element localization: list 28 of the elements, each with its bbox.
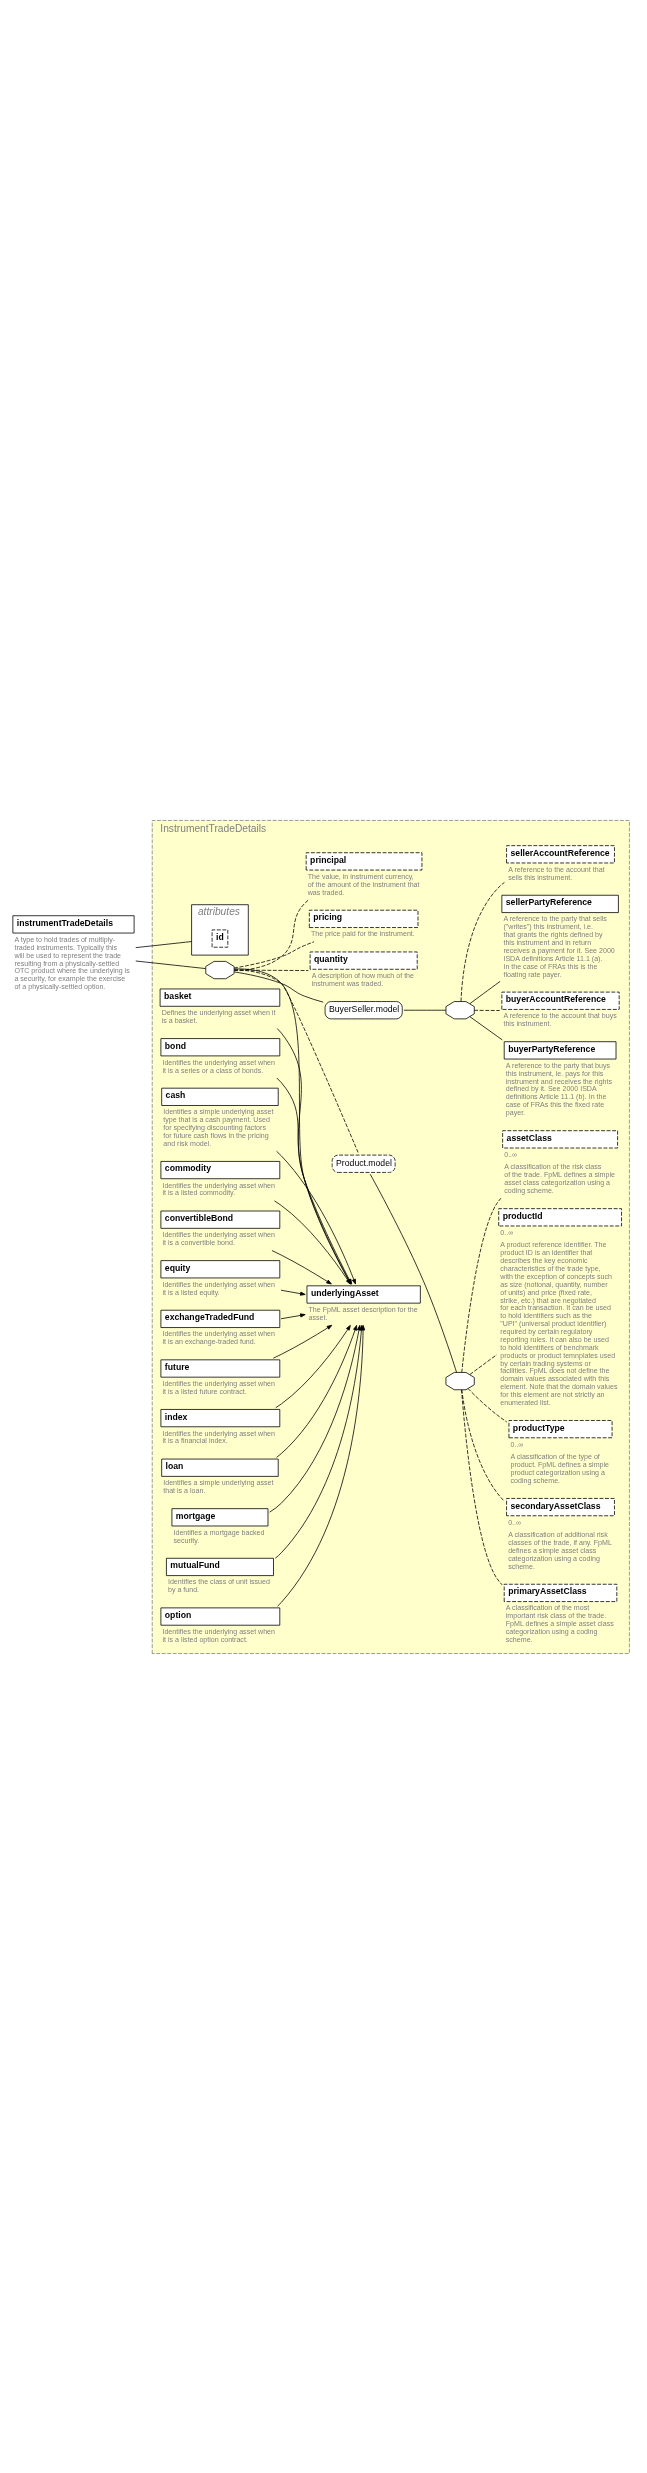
connector — [233, 969, 309, 971]
connector — [461, 1197, 502, 1373]
arrow — [272, 1324, 333, 1359]
arrow — [271, 1249, 332, 1284]
connector — [469, 1353, 498, 1375]
connector — [461, 1388, 505, 1502]
arrow — [275, 1324, 351, 1408]
connector — [369, 1173, 457, 1373]
arrow — [276, 1324, 358, 1458]
connector — [460, 881, 505, 1002]
node-octagon — [445, 1000, 475, 1019]
connector — [233, 899, 309, 971]
connector — [467, 1387, 508, 1422]
node-octagon — [445, 1371, 475, 1390]
connector — [135, 940, 192, 948]
connector — [403, 1009, 447, 1011]
arrow — [280, 1312, 306, 1319]
connector — [469, 1015, 503, 1040]
connector — [474, 1009, 501, 1011]
node-octagon — [205, 960, 235, 979]
connector — [469, 980, 501, 1004]
connector — [233, 968, 359, 1154]
connector — [233, 940, 315, 968]
arrow — [269, 1324, 361, 1513]
connector — [135, 960, 206, 969]
connector — [461, 1388, 503, 1585]
connector — [233, 971, 324, 1003]
arrow — [280, 1289, 306, 1296]
